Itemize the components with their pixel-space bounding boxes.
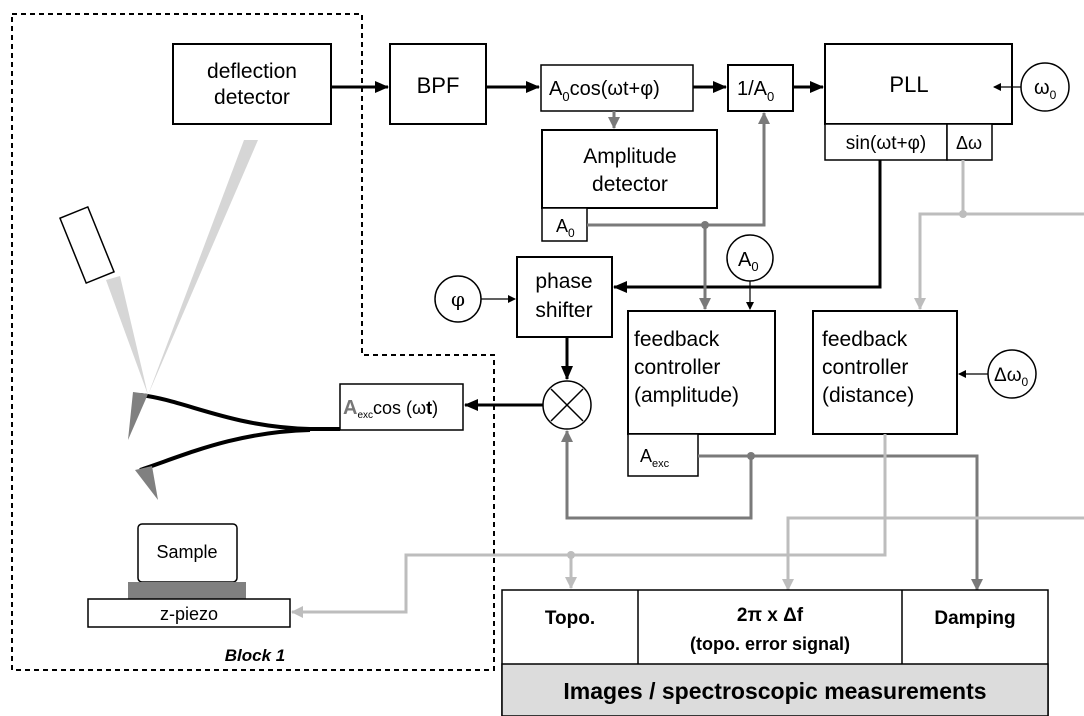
pll-sin-label: sin(ωt+φ) [846, 133, 926, 154]
tip-upper [128, 392, 148, 440]
domega0-label: Δω0 [994, 365, 1029, 389]
amplitude-detector [541, 129, 718, 209]
junction-aexc [747, 452, 755, 460]
table-freq-line1: 2π x Δf [737, 605, 804, 626]
excitation-signal-box [339, 383, 464, 431]
bpf-block [389, 43, 487, 125]
sample-label: Sample [156, 542, 217, 562]
fb-distance-line2: controller [822, 356, 908, 379]
table-footer-bg [501, 663, 1049, 716]
path-to-freq-column [782, 516, 1084, 591]
fb-distance-line1: feedback [822, 328, 908, 351]
deflection-detector-line2: detector [214, 86, 290, 109]
path-aexc-to-damping [747, 452, 983, 591]
amplitude-signal-box [540, 64, 694, 112]
multiplier-x2 [550, 388, 584, 422]
laser-beam-incident [106, 276, 148, 395]
excitation-signal-label: Aexccos (ωt) [343, 397, 438, 421]
amplitude-detector-output-label: A0 [556, 216, 575, 240]
inverse-amplitude-block [727, 64, 794, 112]
bpf-label: BPF [417, 73, 460, 98]
table-footer: Images / spectroscopic measurements [563, 678, 986, 704]
deflection-detector-line1: deflection [207, 60, 297, 83]
feedback-controller-distance [812, 310, 958, 435]
fb-amplitude-line1: feedback [634, 328, 720, 351]
junction-topo [567, 551, 575, 559]
junction-domega [959, 210, 967, 218]
block1-outline [11, 13, 495, 671]
pll-label: PLL [889, 72, 928, 97]
fb-amplitude-line2: controller [634, 356, 720, 379]
block1-label: Block 1 [225, 646, 285, 665]
path-domega-to-fb-distance [914, 160, 965, 310]
table-freq-line2: (topo. error signal) [690, 634, 850, 654]
phase-shifter-line1: phase [535, 270, 592, 293]
omega0-label: ω0 [1034, 77, 1057, 102]
cantilever-upper [139, 393, 340, 431]
phi-input-label: φ [451, 287, 465, 311]
cantilever-lower [139, 428, 311, 472]
table-damping: Damping [934, 608, 1015, 629]
laser-source [59, 205, 115, 285]
junction-a0 [701, 221, 709, 229]
amplitude-detector-line2: detector [592, 173, 668, 196]
path-fb-distance-to-piezo [291, 434, 887, 618]
amplitude-detector-output [541, 207, 588, 242]
feedback-controller-amplitude [627, 310, 776, 435]
zpiezo-box [87, 598, 291, 628]
inverse-amplitude-label: 1/A0 [737, 78, 774, 104]
phase-shifter-line2: shifter [535, 299, 592, 322]
pll-domega-label: Δω [956, 133, 982, 153]
pll-sin-output [824, 123, 948, 161]
deflection-detector [172, 43, 332, 125]
table-topo: Topo. [545, 608, 595, 629]
sample-base [128, 582, 246, 599]
pll-domega-output [946, 123, 993, 161]
amplitude-detector-line1: Amplitude [583, 145, 676, 168]
laser-beam-reflected [148, 140, 258, 395]
fb-amplitude-line3: (amplitude) [634, 384, 739, 407]
phase-shifter [516, 256, 613, 338]
fb-amplitude-output [627, 433, 699, 477]
a0-setpoint-label: A0 [738, 249, 759, 274]
amplitude-signal-label: A0cos(ωt+φ) [549, 78, 660, 104]
pll-block [824, 43, 1013, 125]
fb-amplitude-output-label: Aexc [640, 446, 670, 470]
zpiezo-label: z-piezo [160, 604, 218, 624]
path-a0-to-inverse [587, 112, 770, 227]
fb-distance-line3: (distance) [822, 384, 914, 407]
tip-lower [135, 466, 158, 500]
